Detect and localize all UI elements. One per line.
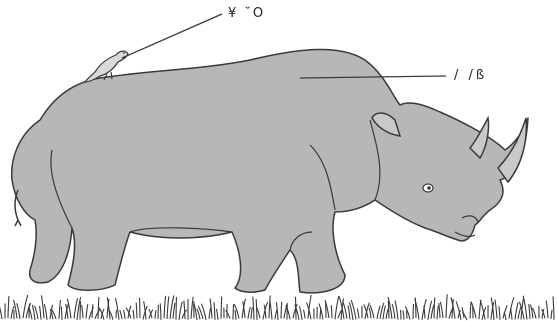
grass-blade [191, 297, 193, 319]
bird-label: ¥ ˘O [228, 6, 265, 21]
grass-blade [281, 302, 282, 319]
grass-blade [235, 310, 236, 320]
grass-blade [133, 310, 134, 319]
grass-blade [335, 296, 339, 319]
grass-blade [221, 297, 222, 319]
grass-blade [184, 301, 185, 319]
grass-blade [86, 304, 88, 318]
grass-blade [216, 309, 218, 320]
grass-blade [471, 302, 476, 318]
grass-blade [214, 302, 215, 320]
grass-blade [331, 305, 332, 318]
grass-blade [197, 309, 200, 320]
grass-blade [462, 312, 467, 320]
grass-blade [124, 310, 125, 319]
grass-blade [253, 297, 254, 320]
grass-blade [160, 303, 161, 319]
grass-blade [307, 303, 311, 320]
grass-blade [351, 300, 356, 319]
grass-blade [8, 296, 9, 318]
grass-blade [553, 296, 554, 319]
grass-blade [377, 306, 380, 319]
grass-blade [248, 307, 250, 319]
grass-blade [209, 308, 211, 319]
grass-blade [470, 301, 471, 318]
grass-blade [392, 304, 395, 319]
grass-blade [11, 306, 14, 319]
grass-blade [92, 304, 93, 318]
grass-blade [383, 306, 385, 320]
grass-blade [61, 307, 62, 320]
grass-blade [403, 310, 404, 319]
grass-blade [440, 302, 443, 318]
grass-blade [173, 303, 175, 319]
grass-blade [348, 305, 350, 319]
grass-blade [95, 309, 100, 318]
grass-blade [446, 294, 447, 318]
grass-blade [546, 301, 548, 318]
grass-blade [499, 306, 500, 319]
grass-blade [80, 301, 81, 319]
grass-blade [405, 306, 410, 319]
grass-blade [40, 306, 41, 320]
grass-blade [269, 296, 270, 319]
grass-blade [319, 303, 323, 319]
rhino-body [12, 49, 528, 292]
rhino-pupil [427, 186, 431, 190]
grass-blade [98, 297, 99, 319]
grass-blade [256, 299, 257, 320]
grass-blade [510, 308, 512, 319]
grass-blade [551, 310, 552, 319]
grass-blade [437, 306, 438, 320]
grass-blade [251, 307, 252, 319]
grass [0, 294, 554, 320]
rhino-label: / /ß [454, 68, 487, 83]
grass-blade [0, 302, 2, 319]
grass-blade [439, 303, 440, 318]
grass-blade [504, 312, 506, 320]
grass-blade [515, 302, 518, 319]
grass-blade [82, 305, 83, 318]
grass-blade [304, 310, 305, 319]
grass-blade [164, 296, 166, 318]
grass-blade [395, 300, 398, 319]
grass-blade [136, 303, 137, 319]
grass-blade [59, 300, 60, 319]
grass-blade [167, 296, 169, 319]
grass-blade [29, 304, 30, 319]
grass-blade [431, 305, 434, 319]
grass-blade [299, 306, 302, 320]
grass-blade [369, 308, 371, 318]
grass-blade [424, 306, 425, 319]
grass-blade [226, 310, 230, 318]
grass-blade [41, 295, 44, 318]
grass-blade [495, 300, 497, 319]
grass-blade [434, 298, 435, 319]
grass-blade [155, 310, 156, 318]
grass-blade [529, 304, 530, 319]
grass-blade [120, 310, 122, 319]
grass-blade [531, 305, 533, 319]
grass-blade [270, 300, 272, 319]
grass-blade [179, 302, 182, 320]
grass-blade [388, 301, 389, 319]
grass-blade [44, 304, 47, 320]
grass-blade [233, 304, 234, 319]
bird-leader-line [122, 14, 222, 58]
grass-blade [357, 309, 359, 319]
